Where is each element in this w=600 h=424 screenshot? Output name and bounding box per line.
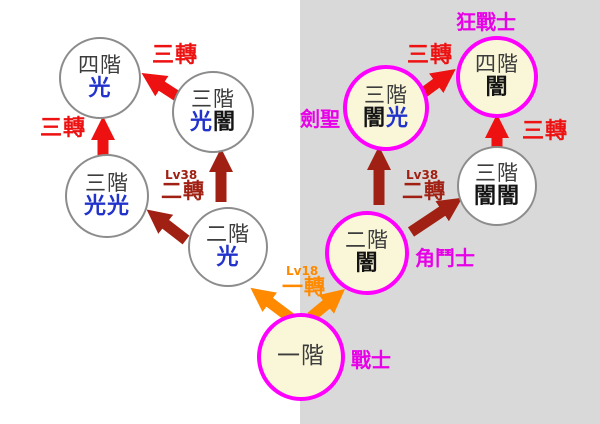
job-label-warrior: 戰士 xyxy=(351,348,391,372)
job-label-berserker: 狂戰士 xyxy=(456,10,516,34)
label-first-transfer: Lv18 一轉 xyxy=(282,265,326,298)
node-tier3-light-light: 三階 光光 xyxy=(65,154,149,238)
node-element: 闇 xyxy=(355,251,379,277)
arrow-third-lightdark-to-t4light xyxy=(141,73,180,101)
node-element: 闇闇 xyxy=(473,184,520,210)
second-transfer-text: 二轉 xyxy=(161,179,205,203)
node-tier4-light: 四階 光 xyxy=(59,37,141,119)
second-transfer-level: Lv38 xyxy=(406,168,439,182)
node-tier3-dark-light: 三階 闇光 xyxy=(343,65,429,151)
node-rank: 二階 xyxy=(206,221,250,246)
node-element: 光 xyxy=(189,110,213,136)
node-tier1: 一階 xyxy=(257,313,345,401)
node-tier4-dark: 四階 闇 xyxy=(456,36,538,118)
node-tier2-dark: 二階 闇 xyxy=(325,211,409,295)
node-element: 光光 xyxy=(83,194,130,220)
label-third-transfer-right: 三轉 xyxy=(522,119,569,144)
node-rank: 三階 xyxy=(364,82,408,107)
label-third-transfer-upperright: 三轉 xyxy=(407,43,454,68)
first-transfer-level: Lv18 xyxy=(286,264,319,278)
second-transfer-level: Lv38 xyxy=(165,168,198,182)
node-element: 闇 xyxy=(485,75,509,101)
second-transfer-text: 二轉 xyxy=(402,179,446,203)
label-second-transfer-right: Lv38 二轉 xyxy=(402,169,446,202)
label-third-transfer-left: 三轉 xyxy=(40,116,87,141)
first-transfer-text: 一轉 xyxy=(282,275,326,299)
arrow-second-light-to-lightlight xyxy=(146,209,190,245)
node-rank: 二階 xyxy=(345,227,389,252)
node-tier3-light-dark: 三階 光闇 xyxy=(172,71,254,153)
node-element: 闇 xyxy=(213,110,237,136)
node-element: 闇 xyxy=(362,106,386,132)
job-label-gladiator: 角鬥士 xyxy=(415,246,475,270)
node-tier3-dark-dark: 三階 闇闇 xyxy=(457,146,537,226)
node-rank: 一階 xyxy=(277,343,325,370)
job-label-swordsaint: 劍聖 xyxy=(300,107,340,131)
node-rank: 三階 xyxy=(475,160,519,185)
node-rank: 四階 xyxy=(475,51,519,76)
node-rank: 四階 xyxy=(78,52,122,77)
node-element: 光 xyxy=(88,76,112,102)
label-second-transfer-left: Lv38 二轉 xyxy=(161,169,205,202)
node-element: 光 xyxy=(216,245,240,271)
node-rank: 三階 xyxy=(85,170,129,195)
label-third-transfer-upperleft: 三轉 xyxy=(152,43,199,68)
node-tier2-light: 二階 光 xyxy=(188,207,268,287)
node-element: 光 xyxy=(386,106,410,132)
node-rank: 三階 xyxy=(191,86,235,111)
